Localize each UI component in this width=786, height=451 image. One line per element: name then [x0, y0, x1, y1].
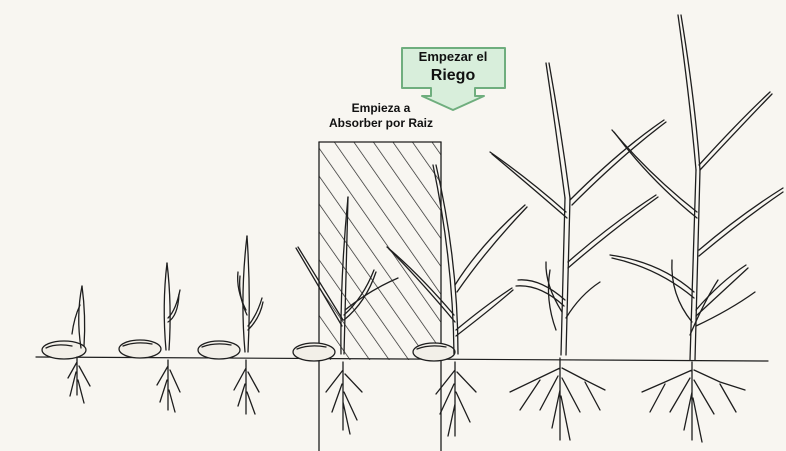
stage-tillering: [490, 63, 666, 440]
irrigation-start-callout: Empezar el Riego: [401, 47, 505, 88]
stage-second-leaf: [198, 236, 263, 414]
stage-seed-germinating: [42, 286, 90, 403]
absorption-label-line-1: Empieza a: [300, 101, 462, 116]
stage-mature-plant: [610, 15, 783, 442]
root-absorption-label: Empieza a Absorber por Raiz: [300, 101, 462, 131]
callout-line-2: Riego: [401, 66, 505, 85]
stage-first-leaf: [119, 263, 180, 412]
callout-line-1: Empezar el: [401, 47, 505, 66]
absorption-label-line-2: Absorber por Raiz: [300, 116, 462, 131]
root-absorption-zone: [319, 142, 441, 451]
